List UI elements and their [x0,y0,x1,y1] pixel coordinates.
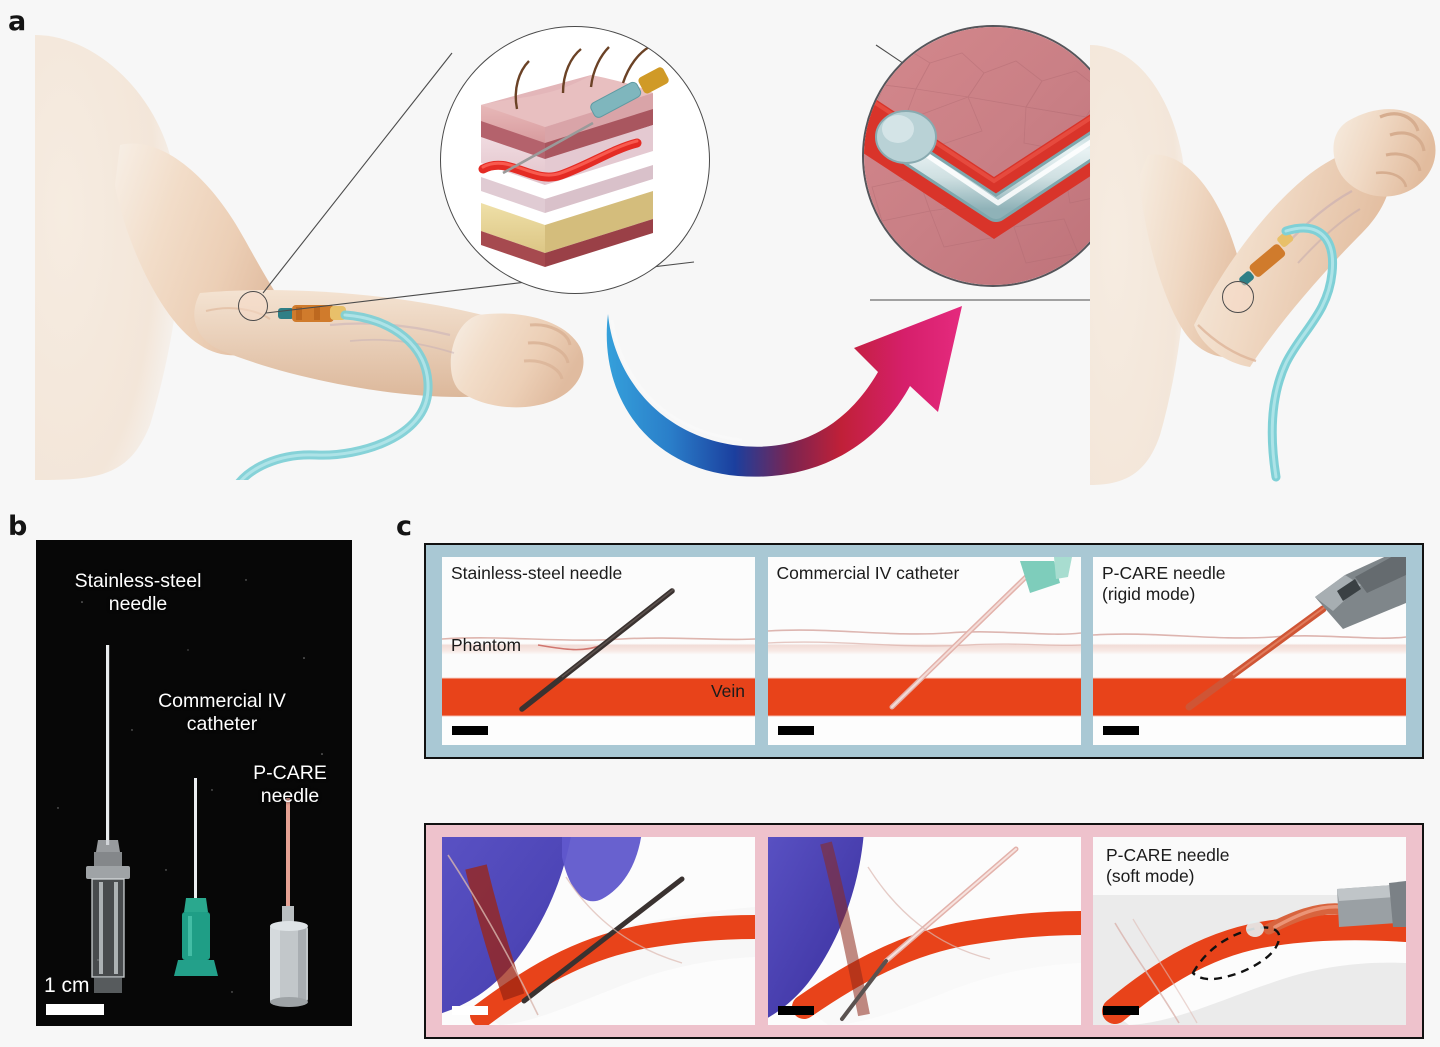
right-insertion-site-marker [1222,281,1254,313]
panel-c-soft-row: P-CARE needle (soft mode) [424,823,1424,1039]
panel-letter-b: b [8,511,27,542]
cell-commercial-iv-catheter: Commercial IV catheter [767,557,1081,745]
panel-c-rigid-row: Stainless-steel needle Phantom Vein Comm… [424,543,1424,759]
caption-pcare-rigid: P-CARE needle (rigid mode) [1102,563,1226,604]
cell-soft-catheter-bent [767,837,1081,1025]
panel-letter-a: a [8,6,26,37]
right-catheter-hub [1239,231,1294,286]
cell-pcare-rigid: P-CARE needle (rigid mode) [1093,557,1406,745]
cell-soft-stainless-bent [442,837,755,1025]
caption-commercial-iv: Commercial IV catheter [776,563,960,583]
caption-pcare-soft: P-CARE needle (soft mode) [1102,843,1234,889]
cell-pcare-soft: P-CARE needle (soft mode) [1093,837,1406,1025]
caption-stainless-steel: Stainless-steel needle [451,563,623,583]
scale-bar [1103,726,1139,735]
label-vein: Vein [710,681,745,701]
commercial-iv-catheter-photo [174,778,218,976]
panel-b-photo: Stainless-steel needle Commercial IV cat… [36,540,352,1026]
scale-bar [777,1006,814,1015]
label-phantom: Phantom [451,635,522,655]
inset-syringe [590,67,669,118]
left-arm-illustration [30,25,590,480]
cell-stainless-steel-needle: Stainless-steel needle Phantom Vein [442,557,755,745]
panel-b-label-commercial: Commercial IV catheter [158,690,286,735]
panel-b-scale-text: 1 cm [44,974,90,997]
scale-bar [452,1006,488,1015]
rigid-to-soft-transition-arrow [592,300,982,490]
panel-c: Stainless-steel needle Phantom Vein Comm… [396,535,1440,1047]
left-insertion-site-marker [238,291,268,321]
panel-letter-c: c [396,511,412,542]
scale-bar [1103,1006,1139,1015]
panel-b-scale-bar [46,1004,104,1015]
panel-b-label-stainless: Stainless-steel needle [74,570,202,615]
vessel-catheter-inset [862,25,1124,287]
panel-b-label-pcare: P-CARE needle [253,762,327,807]
scale-bar [777,726,814,735]
skin-cross-section-inset [440,26,710,294]
scale-bar [452,726,488,735]
stainless-steel-needle-photo [86,645,130,993]
panel-a: a [0,0,1440,500]
p-care-needle-photo [270,798,308,1007]
right-arm-illustration [1090,25,1440,485]
